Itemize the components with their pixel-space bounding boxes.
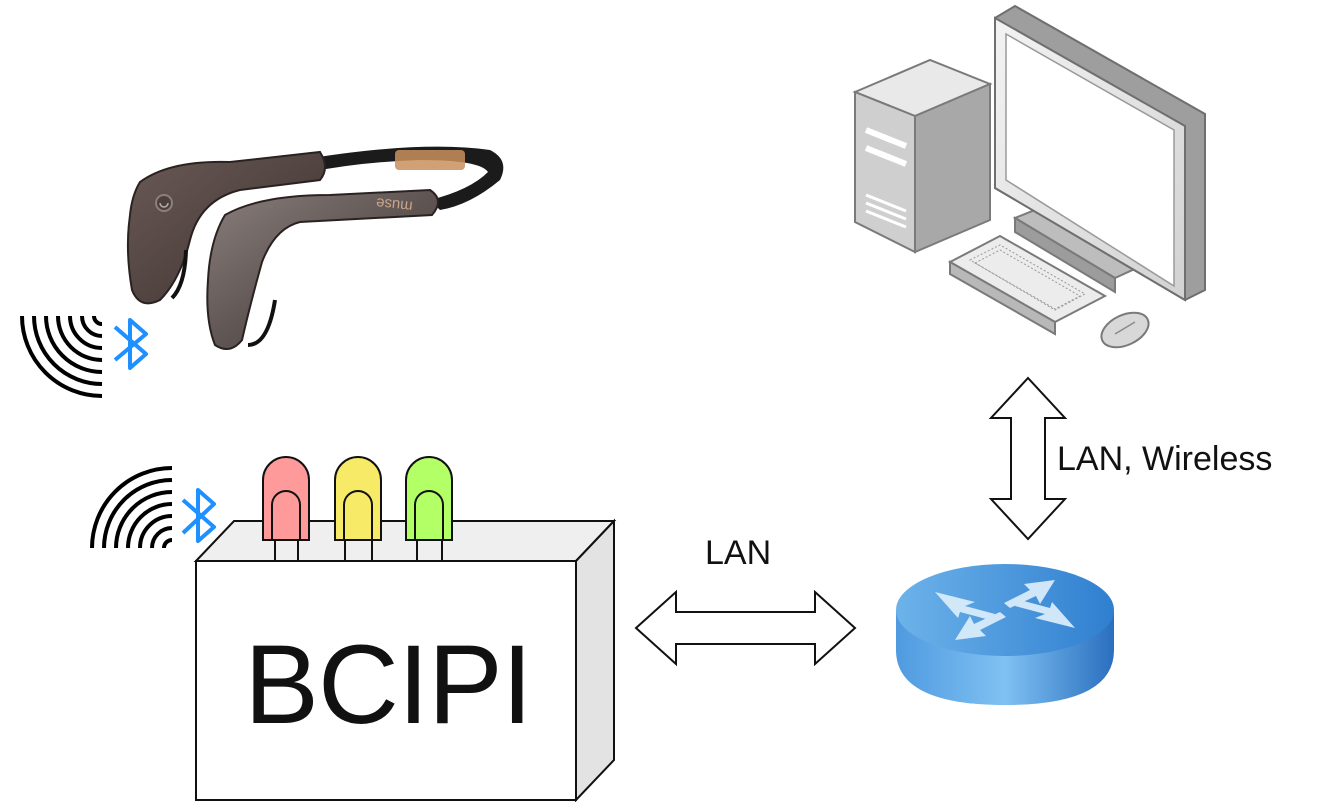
wireless-signal-icon bbox=[90, 466, 173, 549]
router-icon bbox=[896, 564, 1114, 705]
desktop-computer-icon bbox=[852, 4, 1206, 349]
led-green-icon bbox=[405, 456, 453, 562]
bluetooth-icon bbox=[113, 318, 148, 370]
link-label-box-router: LAN bbox=[705, 534, 772, 572]
link-arrow-router-computer bbox=[988, 376, 1068, 541]
bcipi-device-box bbox=[193, 518, 617, 802]
led-red-icon bbox=[262, 456, 310, 562]
device-box-label: BCIPI bbox=[244, 622, 533, 747]
wireless-signal-icon bbox=[20, 315, 103, 398]
link-label-router-computer: LAN, Wireless bbox=[1057, 440, 1273, 478]
led-yellow-icon bbox=[334, 456, 382, 562]
eeg-headband-icon bbox=[126, 146, 504, 350]
link-arrow-box-router bbox=[634, 589, 857, 667]
bluetooth-icon bbox=[181, 488, 216, 543]
